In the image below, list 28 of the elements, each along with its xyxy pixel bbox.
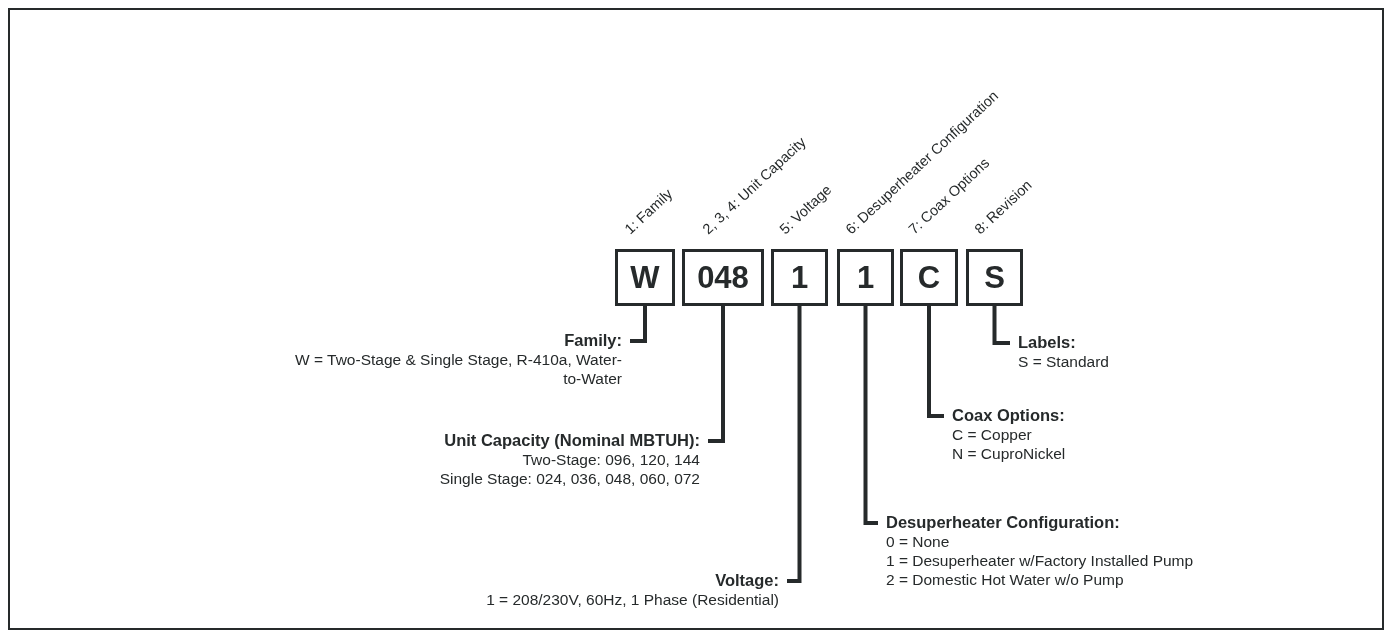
code-box: S [966, 249, 1023, 306]
description-text: Single Stage: 024, 036, 048, 060, 072 [439, 469, 700, 488]
code-box: 048 [682, 249, 764, 306]
code-box: 1 [771, 249, 828, 306]
heading-text: Coax Options: [952, 406, 1066, 425]
code-box: W [615, 249, 675, 306]
heading-text: Voltage: [714, 571, 779, 590]
heading-text: Labels: [1018, 333, 1077, 352]
description-text: W = Two-Stage & Single Stage, R-410a, Water-to-Water [294, 350, 622, 388]
code-box: C [900, 249, 958, 306]
leader-line [863, 306, 878, 525]
code-box: 1 [837, 249, 894, 306]
leader-line [708, 306, 725, 443]
description-text: Two-Stage: 096, 120, 144 [521, 450, 700, 469]
description-text: N = CuproNickel [952, 444, 1066, 463]
leader-line [787, 306, 802, 583]
leader-line [927, 306, 944, 418]
description-text: 1 = Desuperheater w/Factory Installed Pump [886, 551, 1194, 570]
leader-line [992, 306, 1010, 345]
description-text: S = Standard [1018, 352, 1109, 371]
leader-line [630, 306, 647, 343]
heading-text: Desuperheater Configuration: [886, 513, 1121, 532]
heading-text: Family: [563, 331, 622, 350]
description-text: 2 = Domestic Hot Water w/o Pump [886, 570, 1125, 589]
heading-text: Unit Capacity (Nominal MBTUH): [443, 431, 700, 450]
description-text: 0 = None [886, 532, 951, 551]
description-text: C = Copper [952, 425, 1033, 444]
description-text: 1 = 208/230V, 60Hz, 1 Phase (Residential) [486, 590, 779, 609]
